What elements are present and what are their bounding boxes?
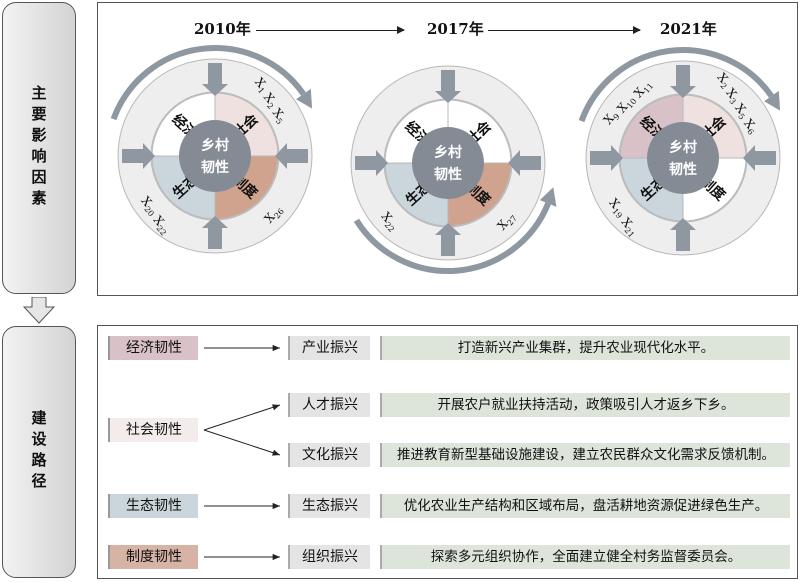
center-label-top: 乡村 xyxy=(434,144,462,161)
measure-text: 打造新兴产业集群，提升农业现代化水平。 xyxy=(380,336,790,360)
resilience-label-1: 社会韧性 xyxy=(108,418,198,442)
revitalization-label: 生态振兴 xyxy=(288,494,370,518)
resilience-label-2: 生态韧性 xyxy=(108,494,198,518)
resilience-label-0: 经济韧性 xyxy=(108,336,198,360)
rotation-arrowhead-icon xyxy=(764,90,781,111)
timeline-arrow xyxy=(256,26,405,34)
year-label-2021: 2021年 xyxy=(660,20,717,38)
rotation-arc xyxy=(353,202,551,274)
center-circle xyxy=(412,127,484,199)
revitalization-label: 文化振兴 xyxy=(288,443,370,467)
center-label-top: 乡村 xyxy=(669,139,697,156)
measure-text: 开展农户就业扶持活动，政策吸引人才返乡下乡。 xyxy=(380,393,790,417)
center-label-bottom: 韧性 xyxy=(434,166,462,183)
factors-section-label: 主要影响因素 xyxy=(2,2,76,294)
center-circle xyxy=(647,122,719,194)
inward-arrow-icon xyxy=(202,63,228,96)
inward-arrow-icon xyxy=(670,218,696,251)
measure-text: 探索多元组织协作，全面建立健全村务监督委员会。 xyxy=(380,545,790,569)
measure-text: 推进教育新型基础设施建设，建立农民群众文化需求反馈机制。 xyxy=(380,443,790,467)
timeline-arrow xyxy=(488,26,641,34)
paths-section-label: 建设路径 xyxy=(2,326,76,578)
rotation-arrowhead-icon xyxy=(296,88,313,109)
center-label-bottom: 韧性 xyxy=(669,161,697,178)
inward-arrow-icon xyxy=(122,143,155,169)
inward-arrow-icon xyxy=(435,70,461,103)
revitalization-label: 产业振兴 xyxy=(288,336,370,360)
resilience-label-3: 制度韧性 xyxy=(108,545,198,569)
center-circle xyxy=(179,120,251,192)
inward-arrow-icon xyxy=(670,65,696,98)
inward-arrow-icon xyxy=(275,143,308,169)
revitalization-label: 组织振兴 xyxy=(288,545,370,569)
measure-text: 优化农业生产结构和区域布局，盘活耕地资源促进绿色生产。 xyxy=(380,494,790,518)
inward-arrow-icon xyxy=(435,223,461,256)
inward-arrow-icon xyxy=(590,145,623,171)
center-label-top: 乡村 xyxy=(201,137,229,154)
rotation-arc xyxy=(110,45,306,121)
rotation-arc xyxy=(578,47,774,123)
inward-arrow-icon xyxy=(355,150,388,176)
year-label-2017: 2017年 xyxy=(427,20,484,38)
factor-label-top_right: X2 X3 X5 X6 xyxy=(706,70,768,137)
year-label-2010: 2010年 xyxy=(194,20,251,38)
center-label-bottom: 韧性 xyxy=(201,159,229,176)
revitalization-label: 人才振兴 xyxy=(288,393,370,417)
inward-arrow-icon xyxy=(202,216,228,249)
inward-arrow-icon xyxy=(508,150,541,176)
inward-arrow-icon xyxy=(743,145,776,171)
rotation-arrowhead-icon xyxy=(539,187,557,207)
down-arrow-icon xyxy=(22,297,56,324)
